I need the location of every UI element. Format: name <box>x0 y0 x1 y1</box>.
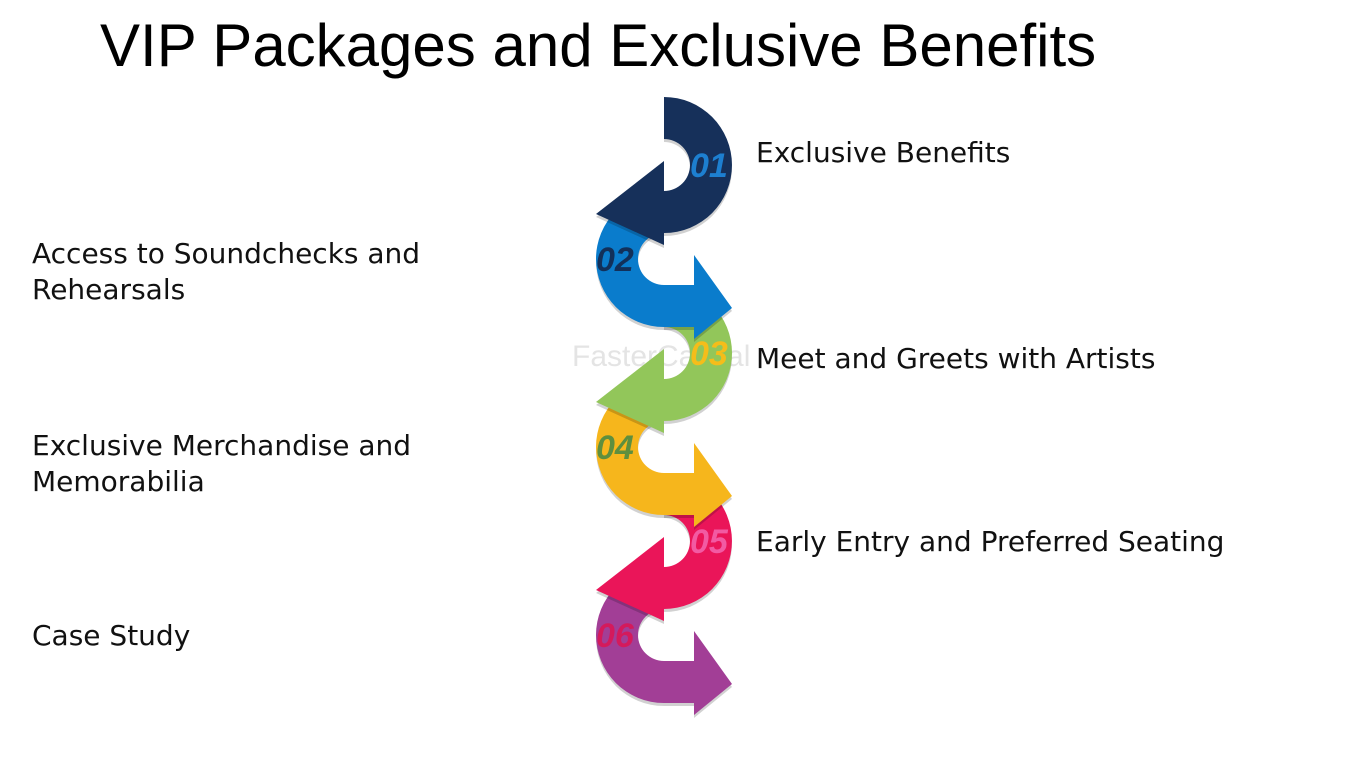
step-number-04: 04 <box>596 429 634 467</box>
step-label-03: Meet and Greets with Artists <box>756 342 1156 375</box>
step-number-05: 05 <box>690 523 729 561</box>
slide-title: VIP Packages and Exclusive Benefits <box>100 12 1097 79</box>
step-label-04: Exclusive Merchandise and Memorabilia <box>32 429 412 498</box>
step-label-06: Case Study <box>32 619 191 652</box>
step-number-02: 02 <box>596 241 634 279</box>
step-number-03: 03 <box>690 335 728 373</box>
step-number-01: 01 <box>690 147 728 185</box>
step-number-06: 06 <box>596 617 635 655</box>
step-label-05: Early Entry and Preferred Seating <box>756 525 1225 558</box>
step-label-02: Access to Soundchecks and Rehearsals <box>32 237 421 306</box>
step-label-01: Exclusive Benefits <box>756 136 1011 169</box>
step-arrow-01 <box>596 97 732 245</box>
